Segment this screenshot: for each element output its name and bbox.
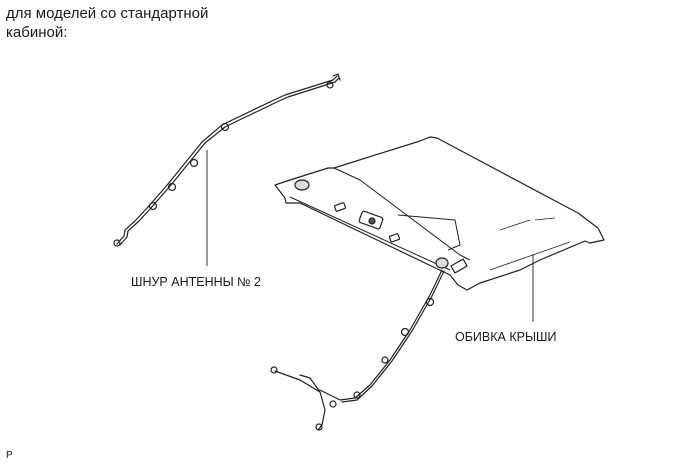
antenna-cord-2-label: ШНУР АНТЕННЫ № 2 [131, 275, 261, 289]
heading-line-1: для моделей со стандартной [6, 5, 209, 22]
roof-headliner-drawing [274, 136, 605, 291]
headliner-antenna-cord-drawing [270, 269, 445, 431]
roof-headliner-label: ОБИВКА КРЫШИ [455, 330, 557, 344]
model-note-heading: для моделей со стандартной кабиной: [6, 4, 266, 42]
figure-id: P [6, 450, 13, 461]
antenna-cord-2-drawing [113, 73, 341, 247]
heading-line-2: кабиной: [6, 24, 68, 41]
